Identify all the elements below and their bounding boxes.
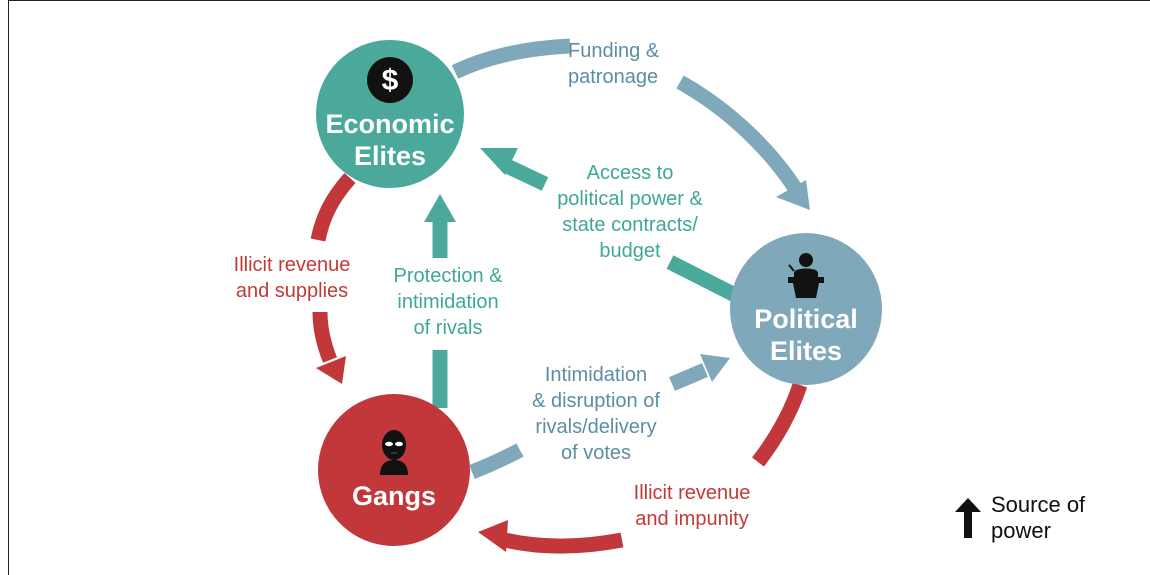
arrowhead-illicit-supplies <box>316 356 346 384</box>
node-economic-elites: $ Economic Elites <box>316 40 464 188</box>
frame-border <box>8 0 1150 575</box>
arrow-illicit-supplies-upper <box>310 172 356 242</box>
arrow-illicit-supplies-lower <box>312 311 337 363</box>
node-political-elites: Political Elites <box>730 233 882 385</box>
arrowhead-funding <box>776 180 810 210</box>
arrowhead-intimidation <box>700 354 730 382</box>
label-intimidation-disruption: Intimidation & disruption of rivals/deli… <box>532 364 660 464</box>
arrow-access-upper <box>501 158 549 191</box>
label-illicit-revenue-impunity: Illicit revenue and impunity <box>633 482 751 530</box>
arrow-access-lower <box>666 255 739 302</box>
svg-text:$: $ <box>382 64 399 97</box>
arrow-illicit-impunity-lower <box>503 532 624 554</box>
label-illicit-revenue-supplies: Illicit revenue and supplies <box>233 254 351 302</box>
legend: Source of power <box>955 492 1085 544</box>
gangs-title: Gangs <box>351 481 437 511</box>
arrowhead-illicit-impunity <box>478 520 508 552</box>
label-access-political-power: Access to political power & state contra… <box>557 162 703 262</box>
dollar-icon: $ <box>367 57 413 103</box>
arrowhead-protection <box>424 194 456 222</box>
up-arrow-icon <box>955 498 981 538</box>
political-elites-title: Political Elites <box>754 304 858 366</box>
arrow-intimidation-lower <box>469 443 524 479</box>
node-gangs: Gangs <box>318 394 470 546</box>
arrow-intimidation-upper <box>669 363 708 391</box>
economic-elites-title: Economic Elites <box>325 109 455 171</box>
podium-speaker-icon <box>788 253 824 298</box>
arrow-illicit-impunity-upper <box>752 382 808 467</box>
legend-text: Source of power <box>991 492 1086 543</box>
masked-person-icon <box>380 430 408 475</box>
arrow-funding <box>451 38 802 193</box>
label-protection-intimidation: Protection & intimidation of rivals <box>393 265 503 339</box>
label-funding-patronage: Funding & patronage <box>568 40 660 88</box>
arrowhead-access <box>480 148 518 175</box>
